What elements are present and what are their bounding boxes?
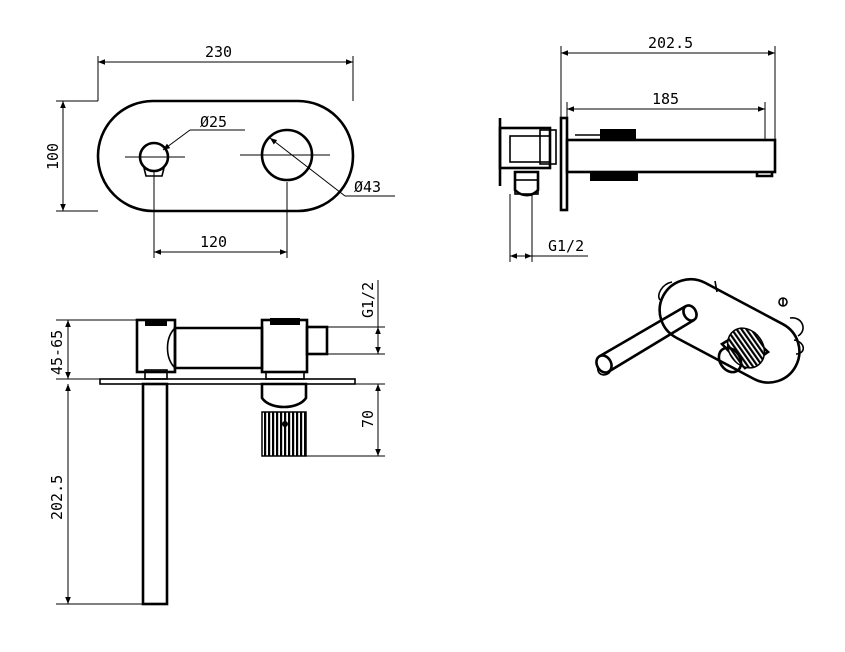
dim-spout-hole-diameter: Ø25: [200, 113, 227, 131]
dim-hole-spacing: 120: [200, 233, 227, 251]
dim-side-inlet-thread: G1/2: [548, 237, 584, 255]
dim-handle-hole-diameter: Ø43: [354, 178, 381, 196]
top-plate: [99, 378, 356, 385]
dim-plate-height: 100: [44, 143, 62, 170]
iso-handle: [726, 327, 766, 369]
top-view: 45-65 202.5 G1/2 70: [48, 280, 385, 606]
dim-plate-width: 230: [205, 43, 232, 61]
dim-spout-projection-from-plate: 185: [652, 90, 679, 108]
dim-top-inlet-thread: G1/2: [359, 282, 377, 318]
valve-body: [260, 382, 308, 409]
top-spout: [141, 382, 169, 606]
dim-wall-depth: 45-65: [48, 330, 66, 375]
front-view: 230 100 Ø25 Ø43 120: [44, 43, 395, 258]
isometric-view: [595, 277, 805, 384]
dim-spout-projection-total: 202.5: [648, 34, 693, 52]
side-view: 202.5 185 G1/2: [498, 34, 777, 262]
dim-body-depth: 70: [359, 410, 377, 428]
side-spout: [565, 138, 777, 174]
dim-top-spout-length: 202.5: [48, 475, 66, 520]
iso-spout: [599, 304, 695, 374]
cover-plate-outline: [96, 99, 355, 213]
iso-plate: [658, 277, 801, 384]
valve-body-hatched: [261, 411, 307, 457]
